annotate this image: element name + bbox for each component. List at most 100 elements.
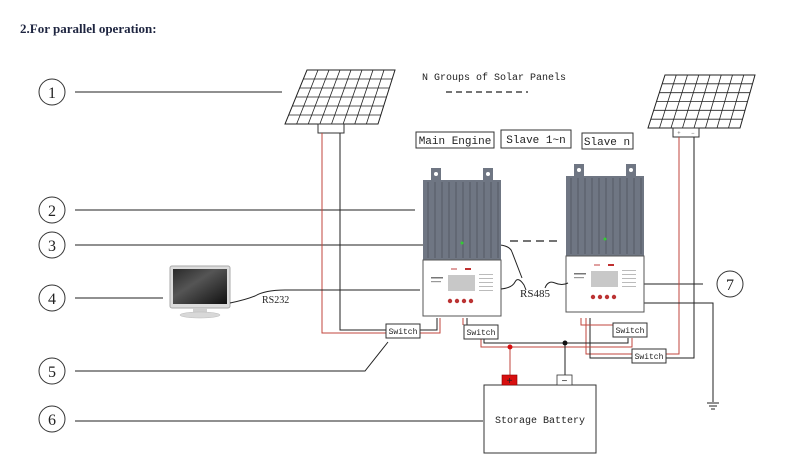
battery-negative-sign: − xyxy=(561,377,567,388)
indicator-led xyxy=(460,241,464,245)
callout-number: 1 xyxy=(48,85,56,102)
status-led xyxy=(608,264,614,266)
spec-text xyxy=(622,270,636,271)
spec-text xyxy=(622,274,636,275)
spec-text xyxy=(622,282,636,283)
switch-right-panel: Switch xyxy=(631,348,667,364)
status-led xyxy=(594,264,600,266)
controller-slave-n xyxy=(565,164,645,313)
callout-leader-line xyxy=(75,341,389,372)
rs485-label: RS485 xyxy=(520,288,550,300)
battery-negative-terminal xyxy=(556,374,573,386)
switch-box xyxy=(463,324,499,340)
brand-text xyxy=(574,273,586,275)
positive-wire xyxy=(585,318,632,355)
solar-cell-grid xyxy=(288,69,393,125)
callout-2: 2 xyxy=(38,196,415,224)
negative-bus-wire xyxy=(483,338,629,344)
switch-box xyxy=(385,323,421,339)
switch-label: Switch xyxy=(635,353,664,362)
callout-circle xyxy=(38,231,66,259)
rs485-cable xyxy=(500,279,527,291)
callout-number: 7 xyxy=(726,277,734,294)
solar-groups-label: N Groups of Solar Panels xyxy=(422,72,566,84)
negative-wire xyxy=(589,318,632,359)
callout-6: 6 xyxy=(38,405,483,433)
control-button xyxy=(447,298,453,304)
junction-box xyxy=(317,123,345,134)
callout-circle xyxy=(38,196,66,224)
rs485-cable xyxy=(544,281,569,289)
switch-box xyxy=(612,322,648,338)
callout-circle xyxy=(38,405,66,433)
label-box xyxy=(415,131,495,149)
section-title: 2.For parallel operation: xyxy=(20,21,157,36)
brand-text xyxy=(574,277,584,279)
rs232-cable xyxy=(229,289,420,304)
negative-wire xyxy=(339,133,386,331)
storage-battery: + − Storage Battery xyxy=(483,374,597,454)
storage-battery-label: Storage Battery xyxy=(495,416,585,427)
mounting-hole xyxy=(434,172,438,176)
main-engine-label-box: Main Engine xyxy=(415,131,495,149)
callout-circle xyxy=(716,270,744,298)
heatsink xyxy=(566,176,644,256)
label-box xyxy=(581,132,634,150)
brand-text xyxy=(431,281,441,283)
mounting-hole xyxy=(486,172,490,176)
callout-number: 5 xyxy=(48,364,56,381)
mounting-hole xyxy=(577,168,581,172)
spec-text xyxy=(622,286,636,287)
status-led xyxy=(465,268,471,270)
spec-text xyxy=(479,274,493,275)
spec-text xyxy=(479,282,493,283)
battery-positive-sign: + xyxy=(506,377,512,388)
control-button xyxy=(611,294,617,300)
junction-box xyxy=(672,127,700,138)
positive-wire xyxy=(665,137,680,355)
callout-circle xyxy=(38,284,66,312)
indicator-led xyxy=(603,237,607,241)
heatsink xyxy=(423,180,501,260)
switch-label: Switch xyxy=(389,328,418,337)
monitor-stand xyxy=(179,311,221,319)
computer-monitor xyxy=(169,265,231,319)
switch-left-panel: Switch xyxy=(385,323,421,339)
switch-box xyxy=(631,348,667,364)
monitor-screen xyxy=(173,269,227,304)
callout-number: 2 xyxy=(48,203,56,220)
negative-wire xyxy=(420,318,438,331)
callout-circle xyxy=(38,357,66,385)
control-button xyxy=(590,294,596,300)
slave-range-label-box: Slave 1~n xyxy=(500,129,572,149)
panel-positive-sign: + xyxy=(677,131,681,137)
control-button xyxy=(604,294,610,300)
ground-wire xyxy=(613,302,714,402)
positive-bus-wire xyxy=(480,338,633,348)
positive-wire xyxy=(420,318,441,334)
controller-main-engine xyxy=(422,168,502,317)
solar-panel-left xyxy=(284,69,396,134)
positive-junction-dot xyxy=(507,344,513,350)
negative-junction-dot xyxy=(562,340,568,346)
slave-n-label-box: Slave n xyxy=(581,132,634,150)
ground-icon xyxy=(707,402,719,410)
callout-circle xyxy=(38,78,66,106)
spec-text xyxy=(479,286,493,287)
control-button xyxy=(468,298,474,304)
callout-4: 4 xyxy=(38,284,163,312)
callout-number: 3 xyxy=(48,238,56,255)
label-box xyxy=(500,129,572,149)
callout-number: 4 xyxy=(48,291,56,308)
panel-negative-sign: − xyxy=(691,131,695,137)
control-button xyxy=(461,298,467,304)
status-led xyxy=(451,268,457,270)
battery-body xyxy=(483,384,597,454)
lcd-display xyxy=(591,271,618,287)
brand-text xyxy=(431,277,443,279)
battery-positive-terminal xyxy=(501,374,518,386)
slave-range-label: Slave 1~n xyxy=(506,135,565,147)
callout-1: 1 xyxy=(38,78,282,106)
solar-cell-grid xyxy=(650,74,753,129)
